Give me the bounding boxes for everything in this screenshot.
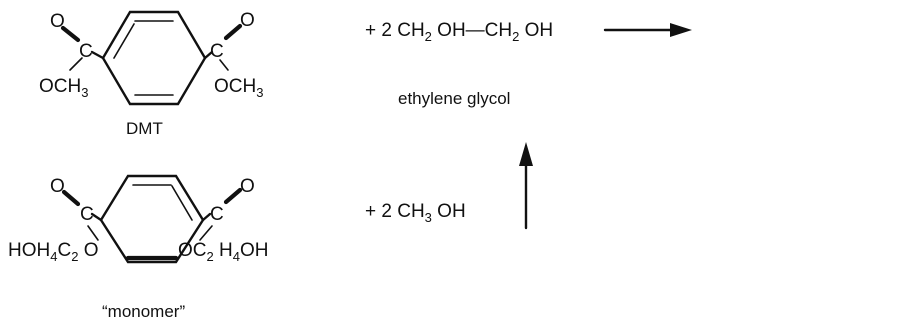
dmt-molecule: O C OCH3 O C OCH3 DMT — [39, 10, 263, 138]
forward-arrow — [603, 23, 692, 37]
dmt-right-methoxy-sub: 3 — [256, 85, 263, 100]
monomer-right-group-b: H — [214, 240, 233, 261]
monomer-right-group-c: OH — [240, 240, 269, 261]
monomer-right-carbonyl-bond — [223, 187, 243, 205]
dmt-right-methoxy: OCH3 — [214, 76, 263, 100]
monomer-left-group-sub2: 2 — [71, 249, 78, 264]
dmt-right-carbon: C — [210, 41, 224, 62]
glycol-sub1: 2 — [425, 29, 432, 44]
monomer-right-group-sub2: 4 — [233, 249, 240, 264]
dmt-name: DMT — [126, 119, 163, 138]
monomer-left-group-b: C — [57, 240, 71, 261]
upward-arrow — [519, 142, 533, 230]
ethylene-glycol-reagent: + 2 CH2 OH—CH2 OH ethylene glycol — [365, 20, 553, 108]
monomer-molecule: O C HOH4C2 O O C OC2 H4OH “monomer” — [8, 174, 268, 321]
dmt-left-ring-bond — [90, 50, 105, 60]
ethylene-glycol-formula: + 2 CH2 OH—CH2 OH — [365, 20, 553, 44]
dmt-left-methoxy-base: OCH — [39, 76, 81, 97]
monomer-left-oxygen: O — [50, 176, 65, 197]
forward-arrow-head — [670, 23, 692, 37]
monomer-left-group-c: O — [78, 240, 98, 261]
monomer-right-oxygen: O — [240, 176, 255, 197]
monomer-right-group-sub1: 2 — [207, 249, 214, 264]
dmt-benzene-ring — [101, 10, 207, 106]
monomer-name: “monomer” — [102, 302, 185, 321]
upward-arrow-head — [519, 142, 533, 166]
dmt-left-oxygen: O — [50, 11, 65, 32]
dmt-right-methoxy-base: OCH — [214, 76, 256, 97]
glycol-mid: OH—CH — [432, 20, 512, 41]
monomer-left-carbonyl-bond — [61, 189, 81, 207]
dmt-right-carbonyl-bond — [223, 23, 243, 41]
ethylene-glycol-name: ethylene glycol — [398, 89, 510, 108]
glycol-sub2: 2 — [512, 29, 519, 44]
dmt-right-ring-bond — [203, 50, 214, 60]
dmt-left-ether-bond — [69, 57, 83, 71]
dmt-right-oxygen: O — [240, 10, 255, 31]
monomer-left-ring-bond — [90, 212, 103, 222]
dmt-right-ether-bond — [219, 59, 229, 71]
dmt-left-carbon: C — [79, 41, 93, 62]
monomer-ring-double-bond-right — [171, 185, 193, 221]
dmt-ring-double-bond-left — [113, 23, 135, 59]
methanol-byproduct: + 2 CH3 OH — [365, 201, 466, 225]
glycol-suffix: OH — [519, 20, 553, 41]
dmt-left-methoxy: OCH3 — [39, 76, 88, 100]
monomer-left-ether-bond — [87, 225, 99, 241]
methanol-formula: + 2 CH3 OH — [365, 201, 466, 225]
dmt-left-methoxy-sub: 3 — [81, 85, 88, 100]
monomer-right-group-a: OC — [178, 240, 207, 261]
monomer-right-ether-bond — [199, 225, 213, 241]
monomer-right-carbon: C — [210, 204, 224, 225]
glycol-prefix: + 2 CH — [365, 20, 425, 41]
methanol-suffix: OH — [432, 201, 466, 222]
dmt-left-carbonyl-bond — [60, 25, 81, 43]
methanol-prefix: + 2 CH — [365, 201, 425, 222]
monomer-left-group: HOH4C2 O — [8, 240, 99, 264]
monomer-left-group-a: HOH — [8, 240, 50, 261]
monomer-right-group: OC2 H4OH — [178, 240, 268, 264]
monomer-right-ring-bond — [201, 212, 212, 222]
monomer-left-carbon: C — [80, 204, 94, 225]
monomer-left-group-sub1: 4 — [50, 249, 57, 264]
methanol-sub: 3 — [425, 210, 432, 225]
